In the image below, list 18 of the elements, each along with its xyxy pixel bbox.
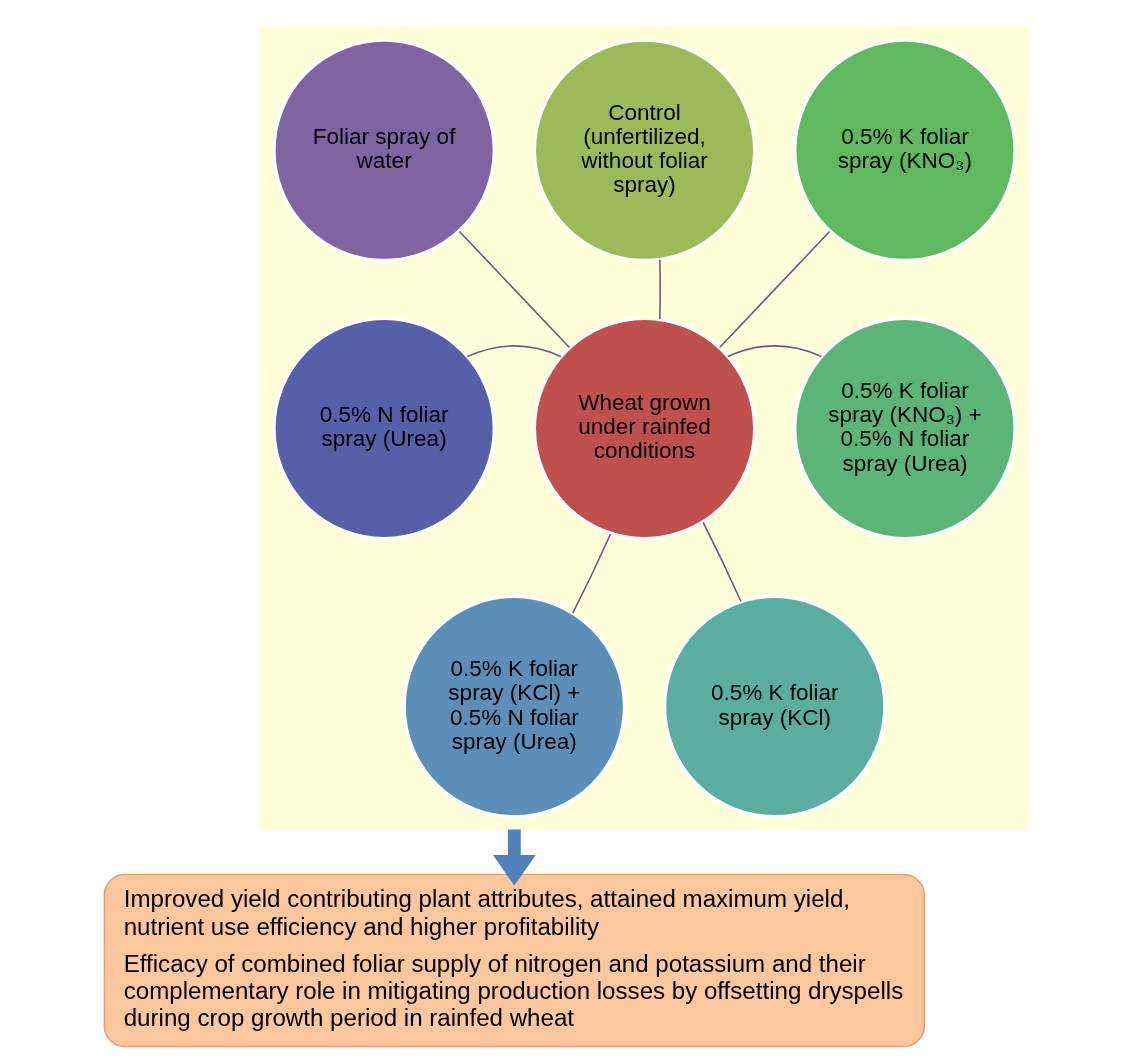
connector: [571, 533, 612, 614]
node-circle: Wheat grown under rainfed conditions: [532, 316, 757, 541]
node-box: Improved yield contributing plant attributes, attained maximum yield, nutrient use efficiency and higher profitability Efficacy of combined foliar supply of nitrogen and potassium and their complementary role in mitigating production losses by offsetting dryspells during crop growth period in rainfed wheat: [103, 873, 926, 1048]
cluster: [259, 26, 1030, 831]
connector: [458, 230, 571, 349]
connector: [702, 521, 742, 603]
arrow: [493, 829, 536, 886]
node-circle: 0.5% K foliar spray (KCl): [663, 594, 887, 819]
connector: [727, 345, 823, 358]
node-circle: 0.5% K foliar spray (KCl) + 0.5% N foliar spray (Urea): [402, 594, 627, 819]
connector: [659, 259, 661, 321]
node-circle: 0.5% K foliar spray (KNO₃): [793, 38, 1017, 263]
node-circle: Control (unfertilized, without foliar spray): [532, 38, 757, 263]
node-circle: Foliar spray of water: [272, 38, 496, 263]
connector: [718, 230, 831, 349]
node-circle: 0.5% K foliar spray (KNO₃) + 0.5% N foliar spray (Urea): [793, 316, 1017, 541]
node-circle: 0.5% N foliar spray (Urea): [272, 316, 496, 541]
connector: [466, 345, 562, 358]
